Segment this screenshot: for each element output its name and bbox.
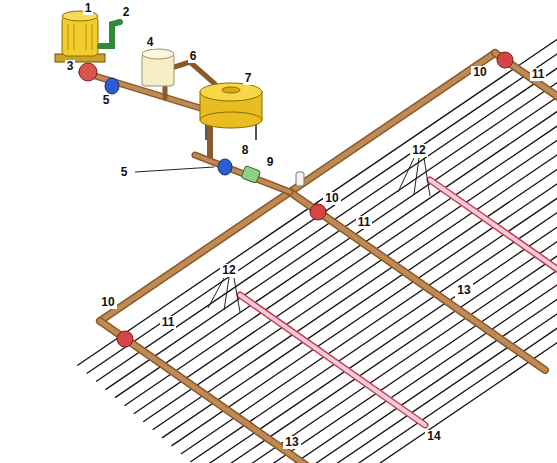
callout-number: 9 bbox=[265, 156, 276, 169]
callout-number: 6 bbox=[188, 50, 199, 63]
callout-number: 5 bbox=[119, 166, 130, 179]
callout-number: 14 bbox=[425, 430, 442, 443]
callout-number: 13 bbox=[455, 284, 472, 297]
pipes bbox=[82, 53, 557, 463]
callout-number: 13 bbox=[283, 436, 300, 449]
lateral-line bbox=[247, 162, 557, 463]
callout-number: 11 bbox=[356, 216, 373, 229]
callout-number: 7 bbox=[243, 72, 254, 85]
lateral-line bbox=[237, 154, 557, 463]
callout-number: 10 bbox=[99, 296, 116, 309]
callout-number: 2 bbox=[121, 6, 132, 19]
lateral-line bbox=[87, 25, 557, 373]
callout-number: 3 bbox=[65, 60, 76, 73]
lateral-line bbox=[266, 178, 557, 463]
leader-lines bbox=[135, 158, 430, 312]
callout-number: 10 bbox=[323, 192, 340, 205]
lateral-line bbox=[172, 98, 557, 446]
callout-number: 12 bbox=[220, 264, 237, 277]
lateral-line bbox=[153, 81, 557, 429]
lateral-line bbox=[124, 57, 557, 406]
callout-number: 5 bbox=[101, 94, 112, 107]
callout-number: 1 bbox=[83, 2, 94, 15]
callout-number: 11 bbox=[530, 68, 547, 81]
lateral-line bbox=[134, 65, 557, 413]
valves bbox=[117, 52, 513, 347]
callout-number: 11 bbox=[160, 316, 177, 329]
callout-number: 8 bbox=[240, 144, 251, 157]
pink-pipes bbox=[240, 180, 557, 425]
callout-number: 4 bbox=[145, 36, 156, 49]
lateral-lines bbox=[77, 17, 557, 463]
pump-unit bbox=[55, 11, 304, 186]
callout-number: 12 bbox=[410, 144, 427, 157]
lateral-line bbox=[256, 170, 557, 463]
lateral-line bbox=[77, 17, 557, 366]
lateral-line bbox=[228, 146, 557, 463]
lateral-line bbox=[96, 33, 557, 381]
callout-number: 10 bbox=[471, 66, 488, 79]
